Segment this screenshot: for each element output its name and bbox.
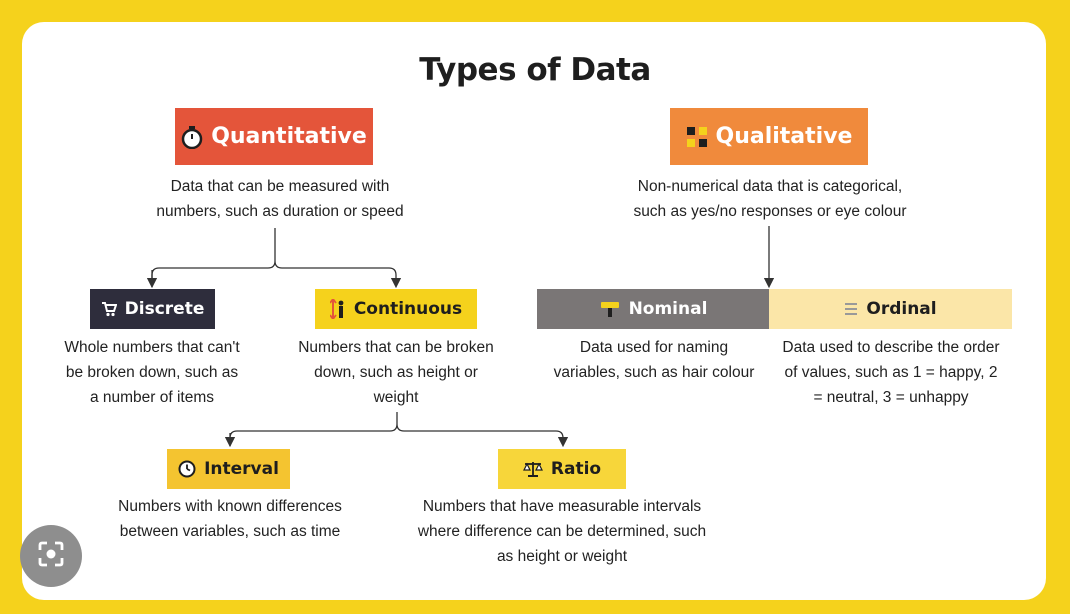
quantitative-label: Quantitative — [211, 124, 367, 149]
qualitative-label: Qualitative — [715, 124, 853, 149]
ordinal-box: Ordinal — [769, 289, 1012, 329]
nominal-description: Data used for naming variables, such as … — [553, 339, 755, 381]
interval-description: Numbers with known differences between v… — [118, 498, 342, 540]
discrete-box: Discrete — [90, 289, 215, 329]
stopwatch-icon — [181, 125, 203, 149]
continuous-brace — [229, 412, 563, 446]
qualitative-description: Non-numerical data that is categorical, … — [633, 178, 907, 220]
ordinal-label: Ordinal — [866, 299, 937, 319]
qualitative-box: Qualitative — [670, 108, 868, 165]
nominal-label: Nominal — [628, 299, 708, 319]
continuous-description: Numbers that can be broken down, such as… — [298, 339, 494, 406]
tag-icon — [599, 300, 621, 318]
list-icon — [844, 301, 858, 317]
nominal-box: Nominal — [537, 289, 769, 329]
lens-button[interactable] — [20, 525, 82, 587]
scale-icon — [522, 460, 543, 478]
discrete-description: Whole numbers that can't be broken down,… — [64, 339, 240, 406]
height-icon — [329, 299, 346, 319]
quantitative-description: Data that can be measured with numbers, … — [156, 178, 404, 220]
interval-label: Interval — [204, 459, 279, 479]
ratio-box: Ratio — [498, 449, 626, 489]
clock-icon — [178, 460, 196, 478]
ratio-description: Numbers that have measurable intervals w… — [417, 498, 707, 565]
cart-icon — [101, 301, 117, 317]
ordinal-description: Data used to describe the order of value… — [782, 339, 1000, 406]
quantitative-box: Quantitative — [175, 108, 373, 165]
interval-box: Interval — [167, 449, 290, 489]
categories-icon — [686, 126, 708, 148]
lens-icon — [36, 539, 66, 574]
ratio-label: Ratio — [550, 459, 602, 479]
diagram-title: Types of Data — [419, 52, 651, 88]
continuous-box: Continuous — [315, 289, 477, 329]
quantitative-brace — [151, 228, 396, 287]
continuous-label: Continuous — [353, 299, 463, 319]
discrete-label: Discrete — [124, 299, 205, 319]
